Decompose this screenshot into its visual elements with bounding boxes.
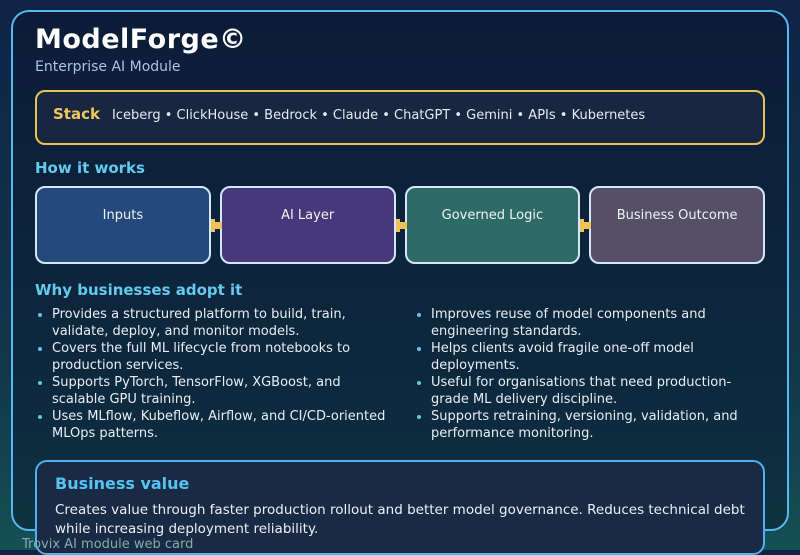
why-left-list: Provides a structured platform to build,… [35, 306, 386, 442]
footer-caption: Trovix AI module web card [22, 537, 194, 552]
list-item: Useful for organisations that need produ… [431, 374, 765, 408]
how-it-works-heading: How it works [35, 159, 145, 177]
why-columns: Provides a structured platform to build,… [35, 306, 765, 442]
why-left-column: Provides a structured platform to build,… [35, 306, 386, 442]
flow-step-inputs: Inputs [35, 186, 211, 264]
stack-items: Iceberg • ClickHouse • Bedrock • Claude … [111, 108, 646, 123]
stack-box: Stack Iceberg • ClickHouse • Bedrock • Cl… [35, 90, 765, 145]
flow-diagram: Inputs AI Layer Governed Logic Business … [35, 186, 765, 264]
flow-arrow-icon [578, 218, 592, 232]
list-item: Provides a structured platform to build,… [52, 306, 386, 340]
why-right-column: Improves reuse of model components and e… [414, 306, 765, 442]
stack-label: Stack [53, 105, 100, 123]
flow-arrow-icon [394, 218, 407, 232]
list-item: Improves reuse of model components and e… [431, 306, 765, 340]
flow-step-governed-logic: Governed Logic [404, 186, 581, 264]
module-card: ModelForge© Enterprise AI Module Stack Ic… [11, 10, 789, 555]
business-value-heading: Business value [55, 474, 190, 493]
why-heading: Why businesses adopt it [35, 281, 243, 299]
business-value-text: Creates value through faster production … [55, 502, 745, 537]
page-subtitle: Enterprise AI Module [35, 59, 181, 75]
flow-step-ai-layer: AI Layer [219, 186, 396, 264]
list-item: Helps clients avoid fragile one-off mode… [431, 340, 765, 374]
flow-step-business-outcome: Business Outcome [589, 186, 765, 264]
list-item: Supports PyTorch, TensorFlow, XGBoost, a… [52, 374, 386, 408]
list-item: Uses MLflow, Kubeflow, Airflow, and CI/C… [52, 408, 386, 442]
list-item: Covers the full ML lifecycle from notebo… [52, 340, 386, 374]
list-item: Supports retraining, versioning, validat… [431, 408, 765, 442]
business-value-box: Business value Creates value through fas… [35, 460, 765, 555]
page-title: ModelForge© [35, 24, 247, 55]
why-right-list: Improves reuse of model components and e… [414, 306, 765, 442]
flow-arrow-icon [209, 218, 222, 232]
